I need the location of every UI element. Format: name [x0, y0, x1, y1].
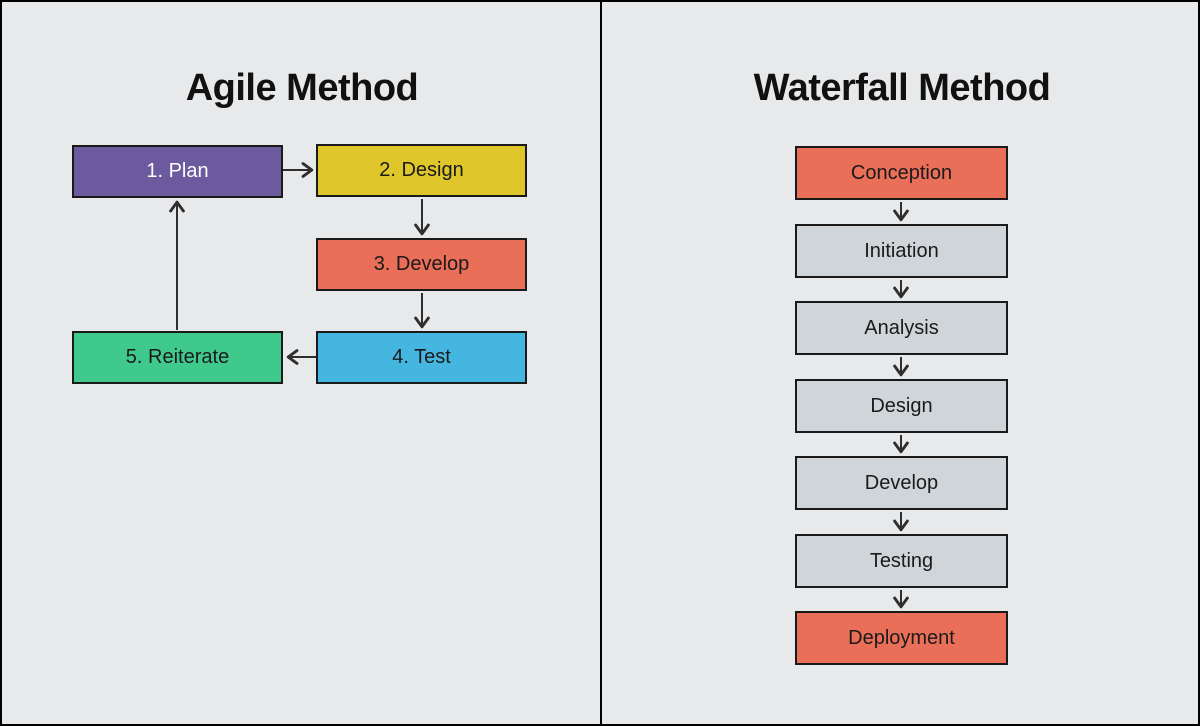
waterfall-step-design: Design	[795, 379, 1008, 433]
agile-step-design: 2. Design	[316, 144, 527, 197]
waterfall-step-conception: Conception	[795, 146, 1008, 200]
waterfall-step-testing: Testing	[795, 534, 1008, 588]
agile-step-reiterate: 5. Reiterate	[72, 331, 283, 384]
agile-step-test: 4. Test	[316, 331, 527, 384]
waterfall-step-deployment: Deployment	[795, 611, 1008, 665]
waterfall-step-initiation: Initiation	[795, 224, 1008, 278]
waterfall-step-develop: Develop	[795, 456, 1008, 510]
waterfall-step-analysis: Analysis	[795, 301, 1008, 355]
panel-divider	[600, 2, 602, 724]
waterfall-panel-title: Waterfall Method	[753, 67, 1051, 109]
agile-step-plan: 1. Plan	[72, 145, 283, 198]
agile-step-develop: 3. Develop	[316, 238, 527, 291]
agile-panel-title: Agile Method	[185, 67, 419, 109]
